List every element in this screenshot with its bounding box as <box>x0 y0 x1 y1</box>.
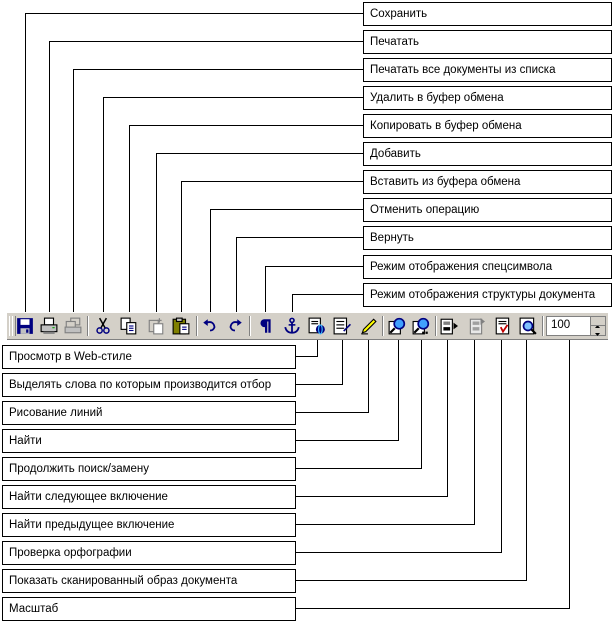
label-print-all: Печатать все документы из списка <box>363 58 612 82</box>
find-forward-icon[interactable] <box>440 317 458 335</box>
label-add: Добавить <box>363 142 612 166</box>
label-find-prev: Найти предыдущее включение <box>2 513 296 537</box>
cut-icon[interactable] <box>94 317 112 335</box>
print-icon[interactable] <box>40 317 58 335</box>
label-find-next: Найти следующее включение <box>2 485 296 509</box>
toolbar-separator <box>382 316 384 336</box>
label-undo: Отменить операцию <box>363 198 612 222</box>
label-highlight: Выделять слова по которым производится о… <box>2 373 296 397</box>
toolbar-separator <box>196 316 198 336</box>
spin-down-arrow[interactable] <box>591 325 605 336</box>
web-view-icon[interactable] <box>308 317 326 335</box>
zoom-spinner[interactable]: 100 <box>546 316 606 336</box>
toolbar: 100 <box>7 312 608 340</box>
label-copy: Копировать в буфер обмена <box>363 114 612 138</box>
copy-icon[interactable] <box>120 317 138 335</box>
highlight-icon[interactable] <box>333 317 351 335</box>
label-print: Печатать <box>363 30 612 54</box>
label-special-chars: Режим отображения спецсимвола <box>363 255 612 279</box>
label-scan-view: Показать сканированный образ документа <box>2 569 296 593</box>
toolbar-grip-2[interactable] <box>12 316 16 336</box>
paste-icon[interactable] <box>172 317 190 335</box>
label-web-view: Просмотр в Web-стиле <box>2 345 296 369</box>
redo-icon[interactable] <box>226 317 244 335</box>
undo-icon[interactable] <box>201 317 219 335</box>
print-all-icon[interactable] <box>64 317 82 335</box>
label-redo: Вернуть <box>363 226 612 250</box>
toolbar-separator <box>542 316 544 336</box>
label-spellcheck: Проверка орфографии <box>2 541 296 565</box>
anchor-icon[interactable] <box>283 317 301 335</box>
add-icon[interactable] <box>147 317 165 335</box>
spellcheck-icon[interactable] <box>494 317 512 335</box>
zoom-value[interactable]: 100 <box>551 319 571 331</box>
label-find: Найти <box>2 429 296 453</box>
label-structure: Режим отображения структуры документа <box>363 283 612 307</box>
toolbar-separator <box>435 316 437 336</box>
toolbar-separator <box>87 316 89 336</box>
save-icon[interactable] <box>16 317 34 335</box>
find-back-icon[interactable] <box>467 317 485 335</box>
label-zoom: Масштаб <box>2 597 296 621</box>
pencil-icon[interactable] <box>359 317 377 335</box>
label-paste: Вставить из буфера обмена <box>363 170 612 194</box>
find-icon[interactable] <box>388 317 406 335</box>
label-save: Сохранить <box>363 2 612 26</box>
spin-up-arrow[interactable] <box>591 317 605 328</box>
toolbar-separator <box>249 316 251 336</box>
label-cut: Удалить в буфер обмена <box>363 86 612 110</box>
find-next-icon[interactable] <box>412 317 430 335</box>
label-draw-lines: Рисование линий <box>2 401 296 425</box>
pilcrow-icon[interactable] <box>256 317 274 335</box>
scan-view-icon[interactable] <box>519 317 537 335</box>
label-find-continue: Продолжить поиск/замену <box>2 457 296 481</box>
